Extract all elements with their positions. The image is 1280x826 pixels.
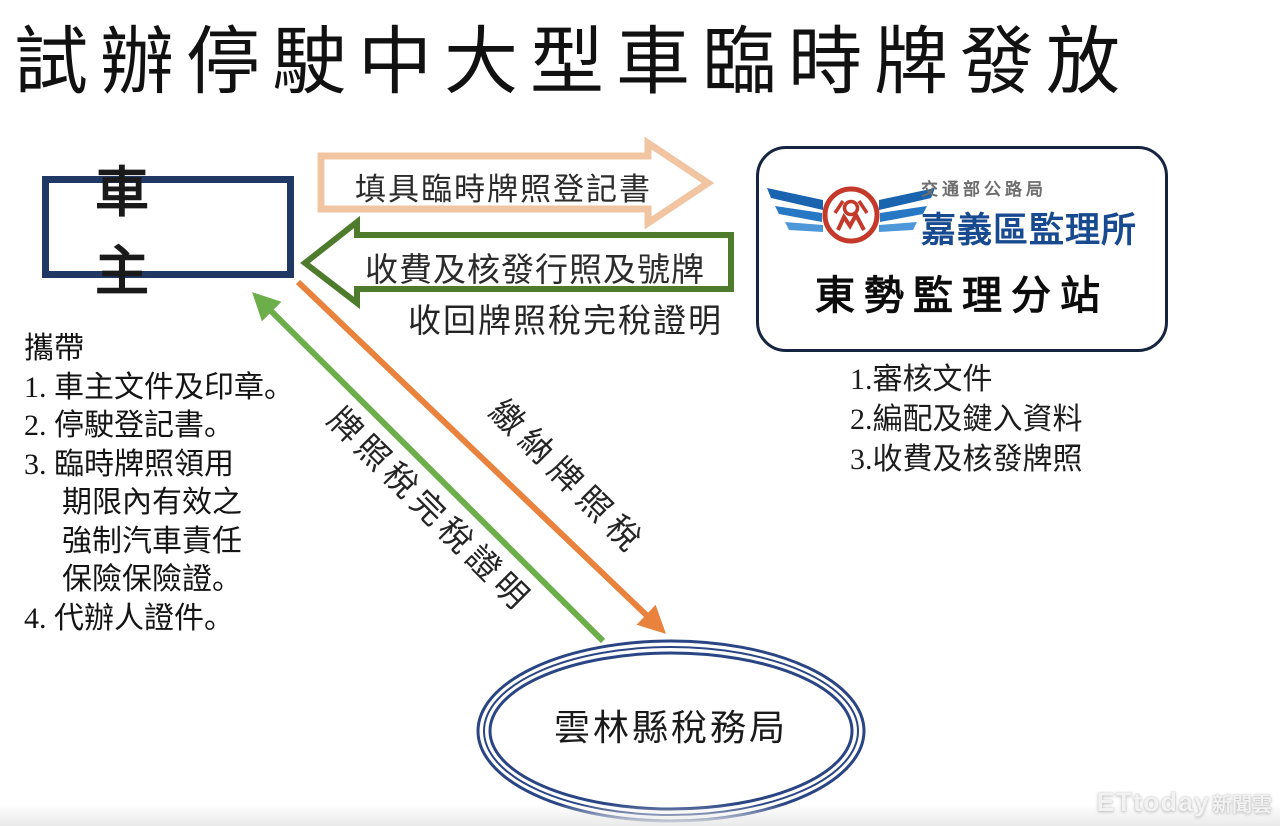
right-wing-icon (879, 188, 935, 232)
watermark-suffix: 新聞雲 (1212, 794, 1272, 816)
owner-label: 車主 (95, 163, 195, 302)
left-wing-icon (767, 188, 823, 232)
fill-form-label: 填具臨時牌照登記書 (355, 172, 652, 207)
watermark-brand: ETtoday (1096, 787, 1210, 817)
tax-proof-arrow (252, 292, 606, 644)
fill-form-arrow (317, 136, 715, 230)
issue-label: 收費及核發行照及號牌 (365, 253, 705, 289)
bring-heading: 攜帶 (24, 332, 84, 365)
bring-list: 攜帶 1. 車主文件及印章。 2. 停駛登記書。 3. 臨時牌照領用 期限內有效… (24, 330, 294, 638)
bring-line: 強制汽車責任 (62, 524, 242, 558)
agency-label: 嘉義區監理所 (921, 211, 1138, 250)
bring-line: 1. 車主文件及印章。 (24, 370, 294, 404)
watermark-logo: ETtoday 新聞雲 (1096, 787, 1272, 818)
bring-line: 4. 代辦人證件。 (24, 601, 234, 635)
station-label: 東勢監理分站 (815, 273, 1109, 318)
bottom-fade (0, 804, 1280, 826)
agency-text-block: 交通部公路局 嘉義區監理所 (921, 175, 1137, 253)
bring-line: 3. 臨時牌照領用 (24, 447, 234, 481)
bring-line: 期限內有效之 (62, 486, 242, 519)
issue-sublabel: 收回牌照稅完稅證明 (408, 304, 723, 340)
office-step: 2.編配及鍵入資料 (850, 403, 1083, 436)
pay-tax-arrow (295, 279, 666, 634)
agency-parent-label: 交通部公路局 (921, 180, 1047, 199)
office-logo-row: 交通部公路局 嘉義區監理所 (759, 165, 1165, 261)
tax-bureau-label: 雲林縣稅務局 (553, 708, 789, 748)
office-step: 1.審核文件 (850, 363, 993, 396)
office-steps: 1.審核文件 2.編配及鍵入資料 3.收費及核發牌照 (850, 360, 1083, 480)
page-title: 試辦停駛中大型車臨時牌發放 (14, 22, 1132, 104)
bring-line: 2. 停駛登記書。 (24, 409, 234, 442)
issue-arrow (300, 215, 734, 310)
bring-line: 保險保險證。 (62, 563, 242, 596)
highway-bureau-logo (767, 186, 935, 244)
office-step: 3.收費及核發牌照 (850, 443, 1083, 476)
office-box: 交通部公路局 嘉義區監理所 東勢監理分站 (756, 146, 1168, 352)
owner-box: 車主 (42, 163, 294, 302)
highway-emblem-icon (822, 186, 880, 244)
